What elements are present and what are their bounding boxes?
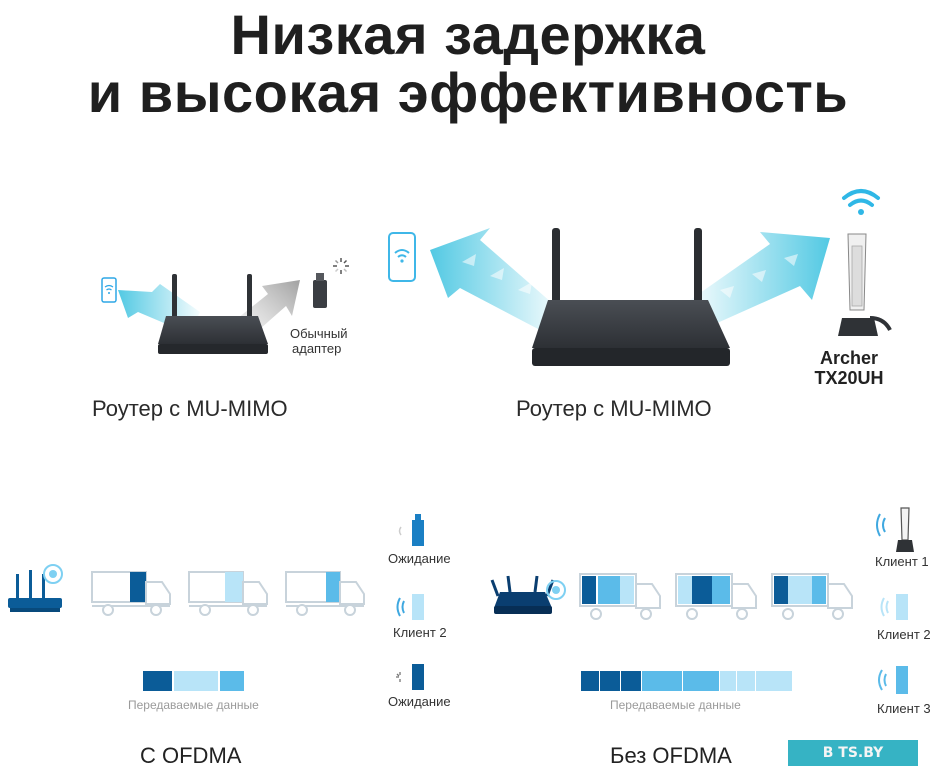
truck-2 xyxy=(188,571,268,616)
archer-label-line2: TX20UH xyxy=(814,368,884,388)
ofdma-scene xyxy=(8,514,424,691)
beam-to-phone-large xyxy=(430,228,560,330)
caption-with-ofdma: С OFDMA xyxy=(140,743,242,768)
truck-a xyxy=(579,573,661,620)
label-client-3: Клиент 3 xyxy=(877,701,931,716)
router-large-base xyxy=(532,348,730,366)
client-2-icon xyxy=(396,594,424,620)
truck-b xyxy=(675,573,757,620)
client-waiting-bottom-icon xyxy=(396,664,424,690)
usb-adapter-icon xyxy=(313,273,327,308)
client-2-right-icon xyxy=(880,594,908,620)
small-router-scene xyxy=(101,258,349,354)
page-title-line1: Низкая задержка xyxy=(230,3,706,66)
archer-adapter-icon xyxy=(838,233,892,336)
data-label-ofdma: Передаваемые данные xyxy=(128,698,259,712)
data-label-no-ofdma: Передаваемые данные xyxy=(610,698,741,712)
client-waiting-top-icon xyxy=(398,514,424,546)
client-1-icon xyxy=(876,507,914,552)
truck-1 xyxy=(91,571,171,616)
wifi-icon xyxy=(842,189,880,215)
archer-label: Archer TX20UH xyxy=(810,348,888,388)
adapter-label-line1: Обычный xyxy=(290,326,348,341)
router-large-body xyxy=(532,300,730,348)
beam-chevrons xyxy=(462,254,798,298)
caption-mu-mimo-left: Роутер с MU-MIMO xyxy=(92,396,288,421)
antenna-left-large xyxy=(552,228,560,320)
router-small-base xyxy=(158,344,268,354)
status-waiting-top: Ожидание xyxy=(388,551,451,566)
status-waiting-bottom: Ожидание xyxy=(388,694,451,709)
large-router-scene xyxy=(388,189,892,366)
archer-label-line1: Archer xyxy=(819,348,879,368)
no-ofdma-scene xyxy=(490,507,914,694)
router-small-body xyxy=(158,316,268,344)
adapter-label-line2: адаптер xyxy=(292,341,342,356)
truck-3 xyxy=(285,571,365,616)
phone-icon xyxy=(101,277,117,303)
adapter-label: Обычный адаптер xyxy=(290,326,347,356)
router-blue-icon xyxy=(8,564,63,612)
client-3-icon xyxy=(878,666,908,694)
caption-without-ofdma: Без OFDMA xyxy=(610,743,732,768)
label-client-2: Клиент 2 xyxy=(877,627,931,642)
antenna-right xyxy=(247,274,252,324)
page-title-line2: и высокая эффективность xyxy=(87,61,849,124)
antenna-right-large xyxy=(694,228,702,320)
router-dark-blue-icon xyxy=(490,575,566,614)
truck-c xyxy=(771,573,853,620)
watermark-badge: B TS.BY xyxy=(788,740,918,766)
data-bar-ofdma xyxy=(143,671,244,691)
loading-spinner-icon xyxy=(333,258,349,274)
data-bar-no-ofdma xyxy=(581,671,792,691)
antenna-left xyxy=(172,274,177,324)
label-client-1: Клиент 1 xyxy=(875,554,929,569)
caption-mu-mimo-right: Роутер с MU-MIMO xyxy=(516,396,712,421)
phone-large-icon xyxy=(388,232,416,282)
status-client-2: Клиент 2 xyxy=(393,625,447,640)
